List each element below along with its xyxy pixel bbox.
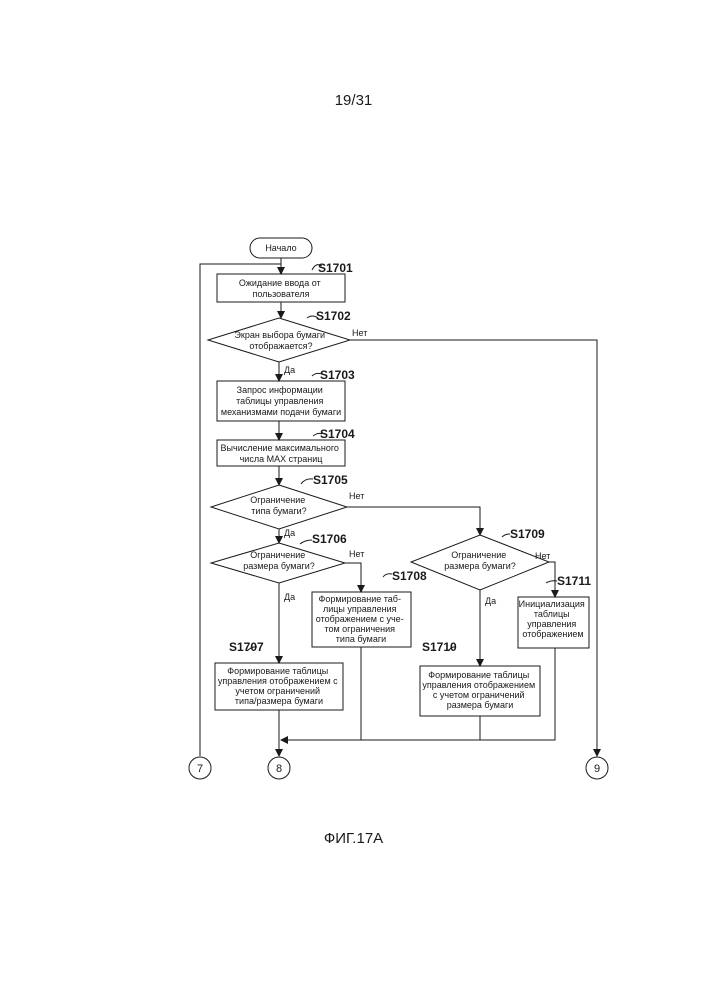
- connector-7-label: 7: [197, 763, 203, 775]
- s1708-text: Формирование таб- лицы управления отобра…: [316, 594, 406, 644]
- s1702-no-label: Нет: [352, 328, 367, 338]
- s1708-step: S1708: [392, 569, 427, 583]
- s1711-step: S1711: [557, 574, 591, 588]
- s1705-step: S1705: [313, 473, 348, 487]
- s1709-text: Ограничение размера бумаги?: [444, 550, 516, 571]
- s1701-step: S1701: [318, 261, 353, 275]
- connector-9-label: 9: [594, 763, 600, 775]
- s1705-yes-label: Да: [284, 528, 295, 538]
- s1705-no-label: Нет: [349, 491, 364, 501]
- s1707-text: Формирование таблицы управления отображе…: [218, 666, 340, 706]
- s1706-yes-label: Да: [284, 592, 295, 602]
- s1702-yes-label: Да: [284, 365, 295, 375]
- s1706-text: Ограничение размера бумаги?: [243, 550, 315, 571]
- s1704-text: Вычисление максимального числа MAX стран…: [221, 443, 342, 464]
- s1709-step: S1709: [510, 527, 545, 541]
- s1706-no-label: Нет: [349, 549, 364, 559]
- s1702-step: S1702: [316, 309, 351, 323]
- s1711-text: Инициализация таблицы управления отображ…: [519, 599, 588, 639]
- s1709-yes-label: Да: [485, 596, 496, 606]
- s1702-diamond: [208, 318, 350, 362]
- s1703-step: S1703: [320, 368, 355, 382]
- s1701-text: Ожидание ввода от пользователя: [239, 278, 323, 299]
- s1703-text: Запрос информации таблицы управления мех…: [221, 385, 341, 417]
- figure-caption: ФИГ.17А: [0, 830, 707, 847]
- s1704-step: S1704: [320, 427, 355, 441]
- s1706-step: S1706: [312, 532, 347, 546]
- s1710-step: S1710: [422, 640, 457, 654]
- s1705-text: Ограничение типа бумаги?: [250, 495, 308, 516]
- s1707-step: S1707: [229, 640, 264, 654]
- start-label: Начало: [265, 243, 296, 253]
- s1710-text: Формирование таблицы управления отображе…: [422, 670, 537, 710]
- s1702-text: Экран выбора бумаги отображается?: [234, 330, 327, 351]
- s1709-no-label: Нет: [535, 551, 550, 561]
- connector-8-label: 8: [276, 763, 282, 775]
